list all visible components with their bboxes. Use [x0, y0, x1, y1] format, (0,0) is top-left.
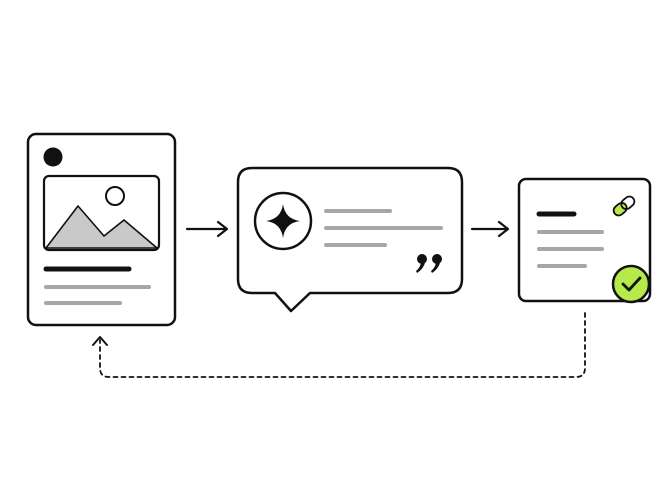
arrowhead-icon	[497, 220, 510, 238]
arrow-step-1-to-2	[185, 220, 229, 238]
quote-mark-icon	[416, 254, 442, 273]
arrow-step-2-to-3	[470, 220, 510, 238]
link-icon	[612, 195, 636, 217]
dashed-return-arrow	[92, 312, 586, 378]
sparkle-icon	[253, 191, 313, 251]
image-card-icon	[42, 174, 161, 252]
verified-citation-card	[517, 177, 652, 304]
avatar-dot-icon	[43, 147, 63, 167]
check-badge-icon	[611, 264, 651, 304]
ai-quote-bubble	[236, 166, 464, 313]
arrowhead-icon	[92, 336, 108, 346]
source-post-card	[26, 132, 177, 327]
arrowhead-icon	[216, 220, 229, 238]
